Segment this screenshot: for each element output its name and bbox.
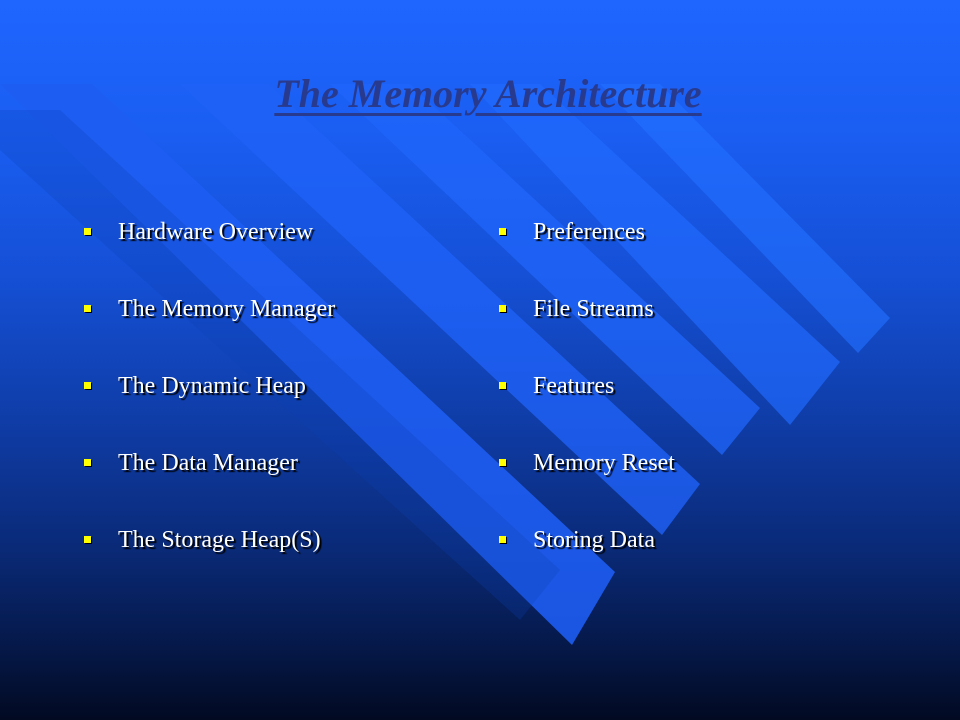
list-item-label: The Memory Manager: [118, 296, 336, 322]
square-bullet-icon: [499, 228, 506, 235]
square-bullet-icon: [84, 305, 91, 312]
square-bullet-icon: [84, 459, 91, 466]
stripe-2: [180, 84, 700, 535]
stripe-shadow-1: [0, 110, 560, 620]
square-bullet-icon: [84, 536, 91, 543]
stripe-3: [330, 84, 760, 455]
list-item-label: The Storage Heap(S): [118, 527, 321, 553]
square-bullet-icon: [499, 305, 506, 312]
list-item-label: Storing Data: [533, 527, 655, 553]
list-item-label: Hardware Overview: [118, 219, 314, 245]
slide-title: The Memory Architecture: [274, 71, 702, 116]
stripe-1: [0, 84, 615, 645]
list-item-label: Preferences: [533, 219, 645, 245]
square-bullet-icon: [84, 228, 91, 235]
list-item-label: The Dynamic Heap: [118, 373, 306, 399]
stripe-4: [470, 84, 840, 425]
list-item-label: Memory Reset: [533, 450, 675, 476]
square-bullet-icon: [499, 459, 506, 466]
square-bullet-icon: [499, 536, 506, 543]
list-item-label: Features: [533, 373, 615, 399]
list-item-label: File Streams: [533, 296, 654, 322]
stripe-5: [600, 84, 890, 353]
list-item-label: The Data Manager: [118, 450, 298, 476]
square-bullet-icon: [499, 382, 506, 389]
square-bullet-icon: [84, 382, 91, 389]
